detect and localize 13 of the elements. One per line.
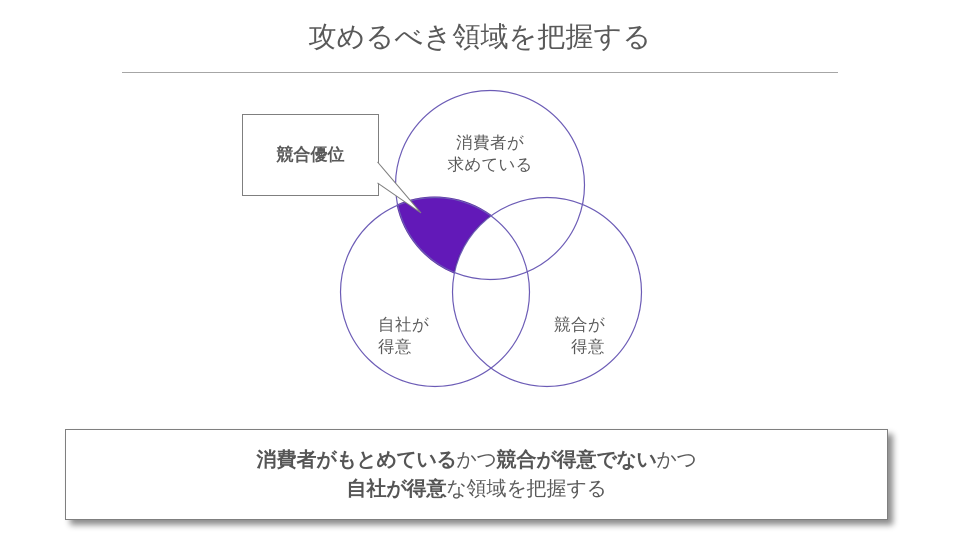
callout-pointer <box>377 161 422 214</box>
highlighted-region <box>395 195 493 275</box>
venn-circle <box>340 197 530 387</box>
callout-label: 競合優位 <box>276 144 344 166</box>
callout-box <box>242 114 379 196</box>
circle-label: 消費者が求めている <box>446 132 534 176</box>
summary-text: 消費者がもとめているかつ競合が得意でないかつ自社が得意な領域を把握する <box>255 446 698 502</box>
venn-circle <box>395 90 585 280</box>
circle-label: 競合が得意 <box>553 314 605 358</box>
circle-label: 自社が得意 <box>378 314 430 358</box>
venn-circle <box>452 197 642 387</box>
title-text: 攻めるべき領域を把握する <box>308 19 652 55</box>
summary-box <box>65 429 888 520</box>
